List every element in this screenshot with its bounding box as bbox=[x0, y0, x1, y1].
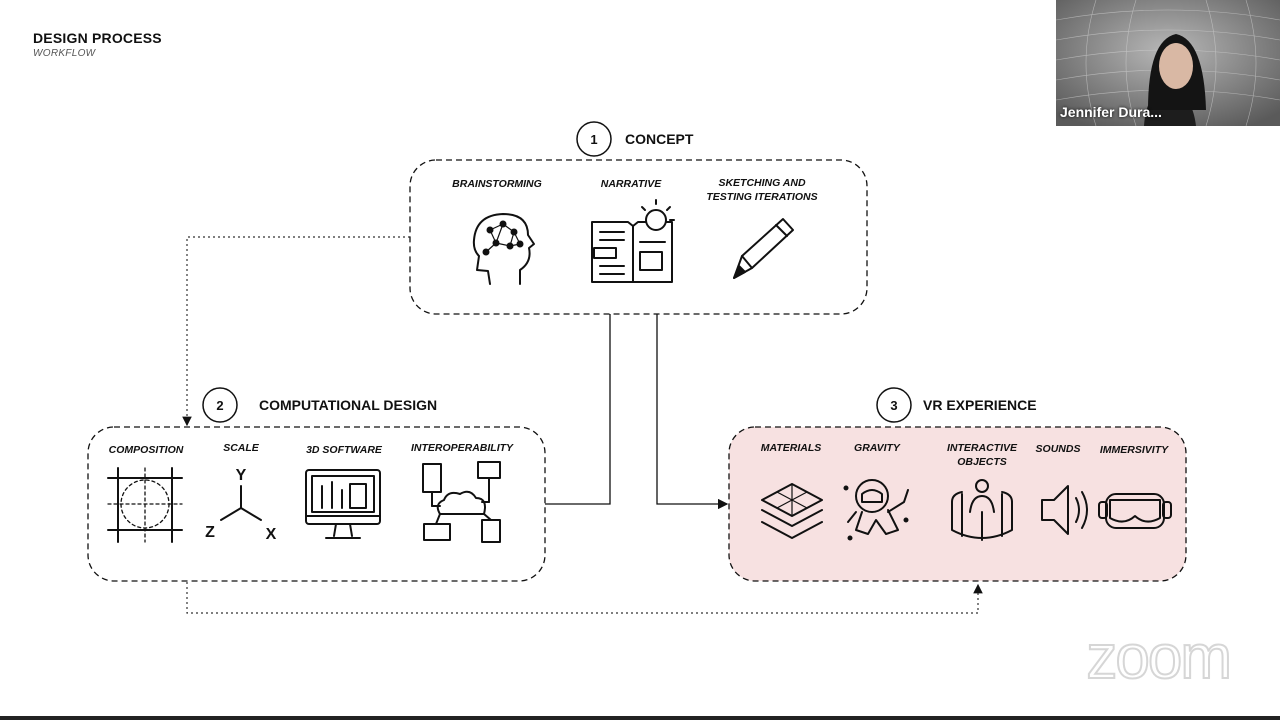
stage-number-badge bbox=[876, 387, 912, 423]
bottom-edge-bar bbox=[0, 716, 1280, 720]
item-label-composition: COMPOSITION bbox=[109, 444, 184, 456]
computational-design-box bbox=[87, 426, 546, 582]
item-label-narrative: NARRATIVE bbox=[601, 178, 662, 190]
stage-title: COMPUTATIONAL DESIGN bbox=[259, 397, 437, 413]
stage-number: 1 bbox=[590, 132, 597, 147]
item-label-sketching-line2: TESTING ITERATIONS bbox=[706, 191, 817, 203]
item-labels: BRAINSTORMING NARRATIVE SKETCHING AND TE… bbox=[109, 177, 1169, 468]
zoom-logo: zoom bbox=[1085, 622, 1233, 693]
participant-video-tile[interactable]: Jennifer Dura... bbox=[1056, 0, 1280, 126]
item-label-brainstorming: BRAINSTORMING bbox=[452, 178, 542, 190]
item-label-materials: MATERIALS bbox=[761, 442, 821, 454]
vr-user-icon bbox=[951, 479, 1013, 541]
item-label-scale: SCALE bbox=[223, 442, 260, 454]
item-label-immersivity: IMMERSIVITY bbox=[1100, 444, 1169, 456]
stage-title: VR EXPERIENCE bbox=[923, 397, 1037, 413]
stage-header-concept: 1 CONCEPT bbox=[576, 121, 694, 157]
axis-letters: Y Z X bbox=[205, 467, 277, 543]
stage-title: CONCEPT bbox=[625, 131, 694, 147]
stage-number-badge bbox=[202, 387, 238, 423]
grid-circle-icon bbox=[107, 467, 183, 543]
axis-letter-y: Y bbox=[236, 467, 247, 484]
vr-experience-box bbox=[728, 426, 1187, 582]
layered-grid-icon bbox=[761, 483, 823, 539]
speaker-icon bbox=[1041, 485, 1088, 535]
connectors bbox=[182, 236, 983, 614]
stage-header-computational-design: 2 COMPUTATIONAL DESIGN bbox=[202, 387, 437, 423]
stage-header-vr-experience: 3 VR EXPERIENCE bbox=[876, 387, 1037, 423]
astronaut-icon bbox=[843, 479, 909, 541]
participant-name: Jennifer Dura... bbox=[1060, 104, 1162, 120]
book-lightbulb-icon bbox=[591, 199, 675, 283]
participant-video-feed bbox=[1056, 0, 1280, 126]
axis-letter-x: X bbox=[266, 526, 277, 543]
brain-network-icon bbox=[472, 213, 535, 285]
slide-title: DESIGN PROCESS bbox=[33, 30, 162, 46]
concept-box bbox=[409, 159, 868, 315]
slide-subtitle: WORKFLOW bbox=[33, 48, 96, 59]
item-label-sketching: SKETCHING AND bbox=[718, 177, 806, 189]
item-label-3d-software: 3D SOFTWARE bbox=[306, 444, 383, 456]
dotted-connector-comp-to-vr bbox=[186, 582, 983, 614]
arrow-concept-to-vr bbox=[656, 296, 729, 510]
item-label-gravity: GRAVITY bbox=[854, 442, 901, 454]
xyz-axes-icon bbox=[220, 485, 262, 521]
stage-number-badge bbox=[576, 121, 612, 157]
stage-number: 3 bbox=[890, 398, 897, 413]
arrow-comp-to-concept bbox=[545, 291, 616, 505]
item-label-interoperability: INTEROPERABILITY bbox=[411, 442, 514, 454]
item-label-sounds: SOUNDS bbox=[1036, 443, 1081, 455]
stage-number: 2 bbox=[216, 398, 223, 413]
monitor-tools-icon bbox=[305, 469, 381, 539]
axis-letter-z: Z bbox=[205, 524, 215, 541]
pencil-icon bbox=[733, 218, 794, 279]
vr-headset-icon bbox=[1098, 493, 1172, 529]
cloud-network-icon bbox=[422, 461, 501, 543]
item-label-interactive-objects: INTERACTIVE bbox=[947, 442, 1018, 454]
item-label-interactive-objects-line2: OBJECTS bbox=[957, 456, 1007, 468]
